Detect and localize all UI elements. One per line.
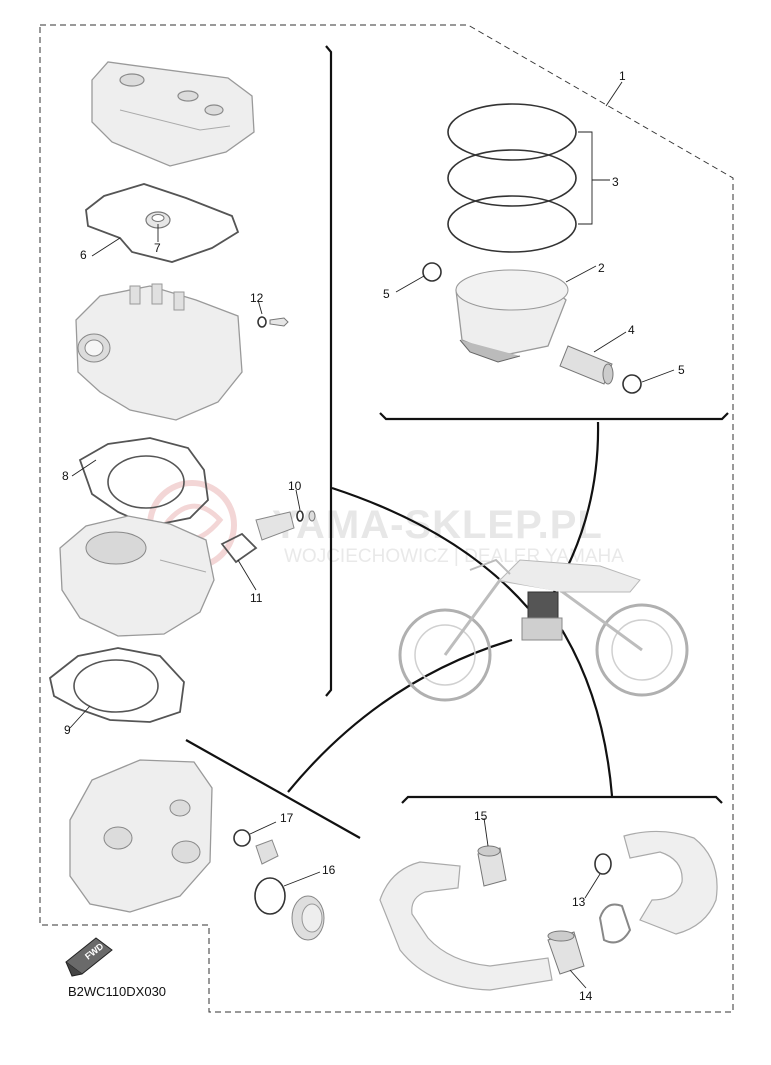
cylinder-head-gasket-bore [107, 455, 185, 509]
fwd-arrow-badge: FWD [65, 937, 113, 977]
cylinder [59, 515, 215, 637]
callout-7: 7 [154, 241, 161, 255]
cylinder-base-gasket [48, 647, 185, 723]
pipe-section-bar [401, 795, 723, 804]
o-ring-13 [594, 853, 612, 875]
exhaust-valve-parts [220, 510, 316, 564]
diagram-code: B2WC110DX030 [68, 984, 166, 999]
cylinder-base-gasket-bore [73, 659, 159, 713]
arrow-from-cover [287, 638, 513, 793]
watermark: YAMA-SKLEP.PL WOJCIECHOWICZ | DEALER YAM… [147, 480, 624, 570]
sleeve-14 [547, 930, 585, 975]
exhaust-pipe-rear [623, 830, 718, 935]
piston-section-bar [379, 412, 729, 421]
callout-1: 1 [619, 69, 626, 83]
cylinder-head-cover [91, 61, 255, 167]
circlip-right [622, 374, 642, 394]
head-cover-gasket [85, 183, 240, 263]
cylinder-head-gasket [78, 437, 209, 527]
cylinder-head [75, 283, 243, 421]
o-ring-17 [233, 829, 251, 847]
callout-13: 13 [572, 895, 586, 909]
circlip-left [422, 262, 442, 282]
motorcycle [398, 558, 689, 702]
piston [455, 269, 569, 363]
o-ring-16 [254, 877, 286, 915]
rings-bracket [578, 131, 610, 225]
callout-8: 8 [62, 469, 69, 483]
callout-10: 10 [288, 479, 302, 493]
callout-5-left: 5 [383, 287, 390, 301]
callout-17: 17 [280, 811, 294, 825]
leader-lines [69, 81, 675, 989]
arrow-from-top-end [331, 486, 529, 609]
callout-12: 12 [250, 291, 264, 305]
left-column-bar [325, 45, 333, 697]
callout-16: 16 [322, 863, 336, 877]
callout-5-right: 5 [678, 363, 685, 377]
watermark-title: YAMA-SKLEP.PL [272, 503, 603, 547]
piston-pin [559, 345, 614, 385]
sleeve-15 [477, 845, 507, 887]
exhaust-pipe-front [379, 861, 553, 991]
oil-check-bolt [257, 316, 289, 328]
cover-section-bar [185, 739, 361, 839]
pipe-clamp [598, 903, 632, 944]
callout-15: 15 [474, 809, 488, 823]
callout-9: 9 [64, 723, 71, 737]
piston-rings [447, 103, 577, 253]
callout-4: 4 [628, 323, 635, 337]
spark-plug-seal [145, 211, 171, 229]
callout-6: 6 [80, 248, 87, 262]
cap-16 [291, 895, 325, 941]
crankcase-cover [69, 759, 213, 913]
arrow-from-pipes [561, 629, 614, 797]
callout-11: 11 [250, 591, 263, 605]
callout-2: 2 [598, 261, 605, 275]
plug-17 [255, 839, 279, 865]
callout-14: 14 [579, 989, 593, 1003]
callout-3: 3 [612, 175, 619, 189]
